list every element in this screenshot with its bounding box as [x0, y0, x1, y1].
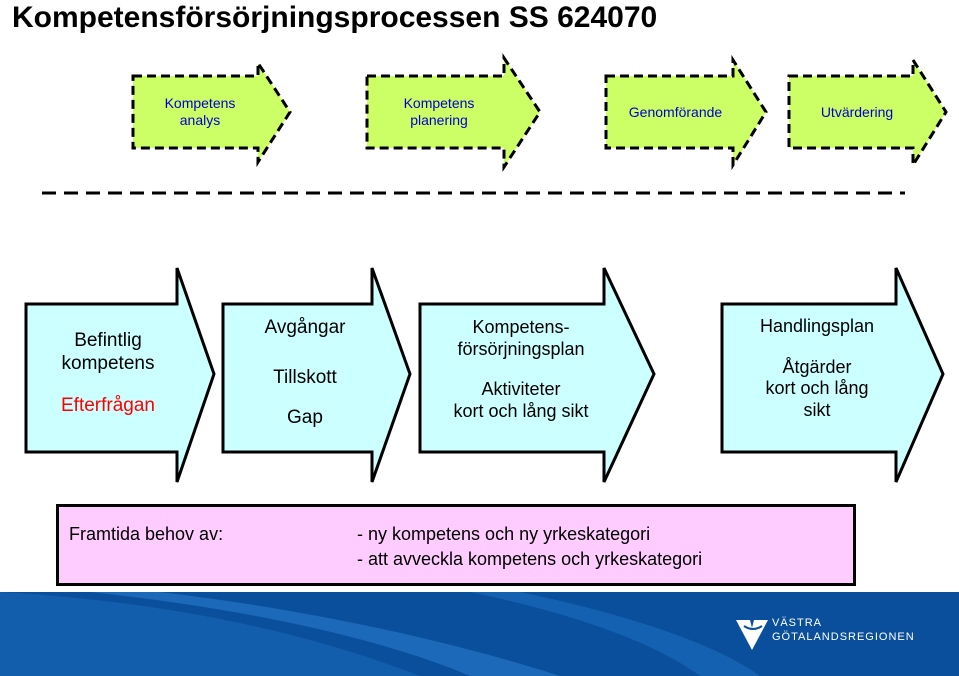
label-line: sikt [803, 399, 831, 420]
diagram-title: Kompetensförsörjningsprocessen SS 624070 [12, 1, 658, 34]
step-arrow-evaluation [787, 54, 948, 171]
step-label-line: Genomförande [628, 104, 723, 120]
arrow-action-plan [720, 267, 945, 483]
future-needs-box: Framtida behov av: - ny kompetens och ny… [56, 504, 856, 586]
future-needs-item: - ny kompetens och ny yrkeskategori [357, 524, 651, 544]
step-arrow-competence-planning [365, 53, 542, 173]
logo-line: VÄSTRA [772, 617, 823, 629]
step-label-evaluation: Utvärdering [791, 104, 923, 121]
arrow-competence-supply-plan [418, 267, 656, 483]
future-needs-item: - att avveckla kompetens och yrkeskatego… [357, 549, 703, 569]
vastra-gotalandsregionen-logo-icon [736, 620, 768, 650]
footer-band [0, 592, 959, 676]
label-line: kompetens [61, 352, 155, 374]
step-label-competence-planning: Kompetens planering [369, 95, 509, 129]
arrow-turnover-gap [221, 267, 412, 483]
step-arrow-implementation [604, 54, 768, 171]
step-label-line: analys [179, 111, 221, 128]
step-label-line: Kompetens [403, 95, 475, 111]
label-line: Åtgärder [782, 356, 852, 377]
label-line: kort och lång sikt [453, 400, 589, 421]
label-existing-competence: Befintlig kompetens Efterfrågan [28, 330, 188, 417]
future-needs-label: Framtida behov av: [69, 524, 224, 544]
label-line: Befintlig [74, 330, 142, 351]
footer-wave-graphic [0, 592, 959, 676]
step-label-line: planering [410, 111, 468, 128]
label-line: Aktiviteter [481, 379, 561, 400]
arrow-existing-competence [24, 267, 216, 483]
label-line: försörjningsplan [457, 338, 585, 359]
label-turnover-gap: Avgångar Tillskott Gap [225, 317, 385, 429]
label-line: Handlingsplan [759, 316, 875, 336]
label-line: Avgångar [264, 317, 346, 338]
step-arrow-competence-analysis [131, 57, 292, 168]
step-label-line: Utvärdering [820, 104, 894, 120]
label-demand: Efterfrågan [61, 394, 155, 416]
label-action-plan: Handlingsplan Åtgärder kort och lång sik… [724, 316, 910, 421]
logo-line: GÖTALANDSREGIONEN [772, 631, 915, 643]
label-line: Kompetens- [472, 317, 570, 337]
label-line: Tillskott [273, 366, 337, 388]
step-label-implementation: Genomförande [608, 104, 743, 121]
label-competence-supply-plan: Kompetens- försörjningsplan Aktiviteter … [422, 317, 620, 422]
step-label-competence-analysis: Kompetens analys [135, 95, 265, 129]
logo-wordmark: VÄSTRA GÖTALANDSREGIONEN [772, 616, 915, 644]
step-label-line: Kompetens [164, 95, 236, 111]
label-line: Gap [287, 406, 323, 428]
label-line: kort och lång [765, 378, 869, 399]
